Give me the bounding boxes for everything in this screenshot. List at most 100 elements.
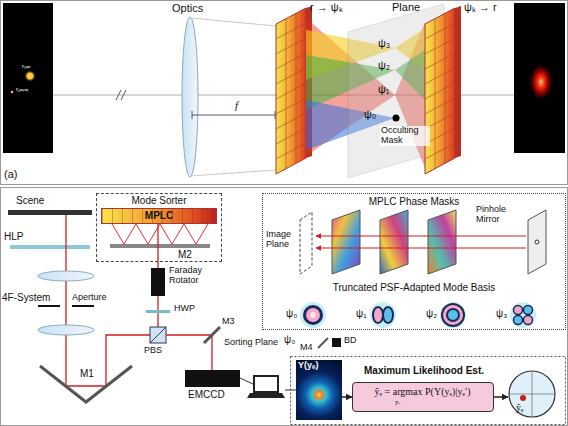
illustration-part (185, 370, 240, 387)
part-label: Pinhole Mirror (476, 205, 524, 225)
illustration-part (276, 83, 306, 99)
illustration-part (332, 338, 341, 347)
process-box: Maximum Likelihood Est.ŷₑ = argmax P(Y(y… (352, 382, 494, 412)
illustration-part (38, 271, 94, 281)
illustration-part (425, 8, 455, 174)
illustration-part (28, 74, 33, 79)
illustration-part (11, 91, 14, 94)
illustration-part (276, 8, 306, 174)
node-text: MPLC (102, 210, 216, 221)
illustration-part (445, 13, 446, 163)
illustration-part (38, 325, 94, 335)
image-box: Y(yₑ) (296, 360, 342, 420)
illustration-part (380, 210, 408, 274)
source-label: rₚₗₐₙₑₜ (16, 86, 28, 93)
transform-label: r → ψₖ (310, 1, 343, 13)
illustration-part (448, 310, 458, 320)
flow-arrow (342, 396, 352, 398)
illustration-part (276, 53, 306, 69)
node-text: Truncated PSF-Adapted Mode Basis (263, 282, 565, 293)
part-label: Occulting Mask (380, 126, 430, 146)
illustration-part (110, 244, 210, 248)
illustration-part (182, 17, 198, 177)
illustration-part (514, 3, 565, 153)
illustration-part (316, 236, 526, 237)
illustration-part (276, 143, 306, 159)
illustration-part (446, 308, 460, 322)
illustration-part (276, 128, 306, 144)
illustration-part (192, 115, 275, 116)
illustration-part (66, 215, 150, 386)
illustration-part (332, 210, 360, 274)
illustration-part (393, 115, 400, 122)
panel-b (1, 188, 568, 426)
mode-label: ψ₂ (378, 59, 390, 71)
illustration-part (443, 305, 463, 325)
illustration-part (370, 302, 396, 328)
illustration-part (276, 68, 306, 84)
part-label: Aperture (72, 293, 107, 303)
illustration-part (310, 312, 316, 318)
illustration-part (300, 302, 326, 328)
illustration-part (303, 305, 323, 325)
illustration-part (425, 38, 455, 54)
illustration-part (510, 302, 536, 328)
illustration-part (425, 53, 455, 69)
illustration-part (306, 308, 320, 322)
illustration-part (425, 23, 455, 39)
illustration-part (425, 83, 455, 99)
illustration-part (514, 316, 523, 325)
illustration-part (151, 268, 165, 296)
illustration-part (38, 305, 60, 307)
mode-label: ψ₃ (378, 37, 390, 49)
part-label: HWP (174, 304, 195, 314)
mode-label: ψ₀ (286, 308, 297, 319)
mode-label: ψ₁ (378, 83, 390, 95)
illustration-part (300, 302, 326, 328)
illustration-part (435, 19, 436, 169)
illustration-part (254, 376, 278, 392)
node-text: ŷₑ (516, 402, 524, 413)
illustration-part (150, 327, 166, 343)
illustration-part (291, 357, 566, 425)
source-label: rₛₜₐᵣ (22, 63, 31, 70)
illustration-part (383, 307, 393, 323)
node-text: Y(yₑ) (298, 361, 318, 371)
illustration-part (370, 302, 396, 328)
transform-label: ψₖ → r (464, 1, 497, 13)
illustration-part (247, 393, 285, 398)
illustration-part (425, 68, 455, 84)
illustration-part (528, 210, 546, 274)
part-label: M4 (300, 343, 313, 353)
mode-label: ψ₂ (426, 308, 437, 319)
node-text: Maximum Likelihood Est. (344, 365, 504, 376)
panel-box: MPLC Phase MasksTruncated PSF-Adapted Mo… (262, 193, 566, 330)
illustration-part (40, 366, 132, 402)
illustration-part (8, 210, 92, 215)
illustration-part (440, 302, 466, 328)
illustration-part (116, 90, 121, 100)
illustration-part (275, 111, 276, 119)
mode-label: ψ₀ (284, 334, 295, 345)
illustration-part (286, 19, 287, 169)
illustration-part (204, 327, 220, 343)
part-label: Sorting Plane (224, 338, 278, 348)
illustration-part (240, 378, 253, 384)
illustration-part (514, 306, 523, 315)
mode-label: ψ₁ (356, 308, 367, 319)
illustration-part (190, 170, 276, 176)
part-label: HLP (4, 231, 23, 242)
illustration-part (530, 65, 552, 99)
illustration-part (190, 18, 276, 26)
part-label: M1 (80, 368, 94, 379)
illustration-part (10, 245, 90, 249)
dimension-label: f (235, 99, 238, 111)
node-text: Mode Sorter (97, 195, 221, 206)
illustration-part (300, 212, 312, 274)
node-text: yₑ (395, 399, 400, 407)
illustration-part (146, 310, 170, 313)
illustration-part (373, 307, 383, 323)
illustration-part (121, 90, 126, 100)
part-label: Faraday Rotator (169, 266, 215, 286)
illustration-part (316, 248, 526, 249)
